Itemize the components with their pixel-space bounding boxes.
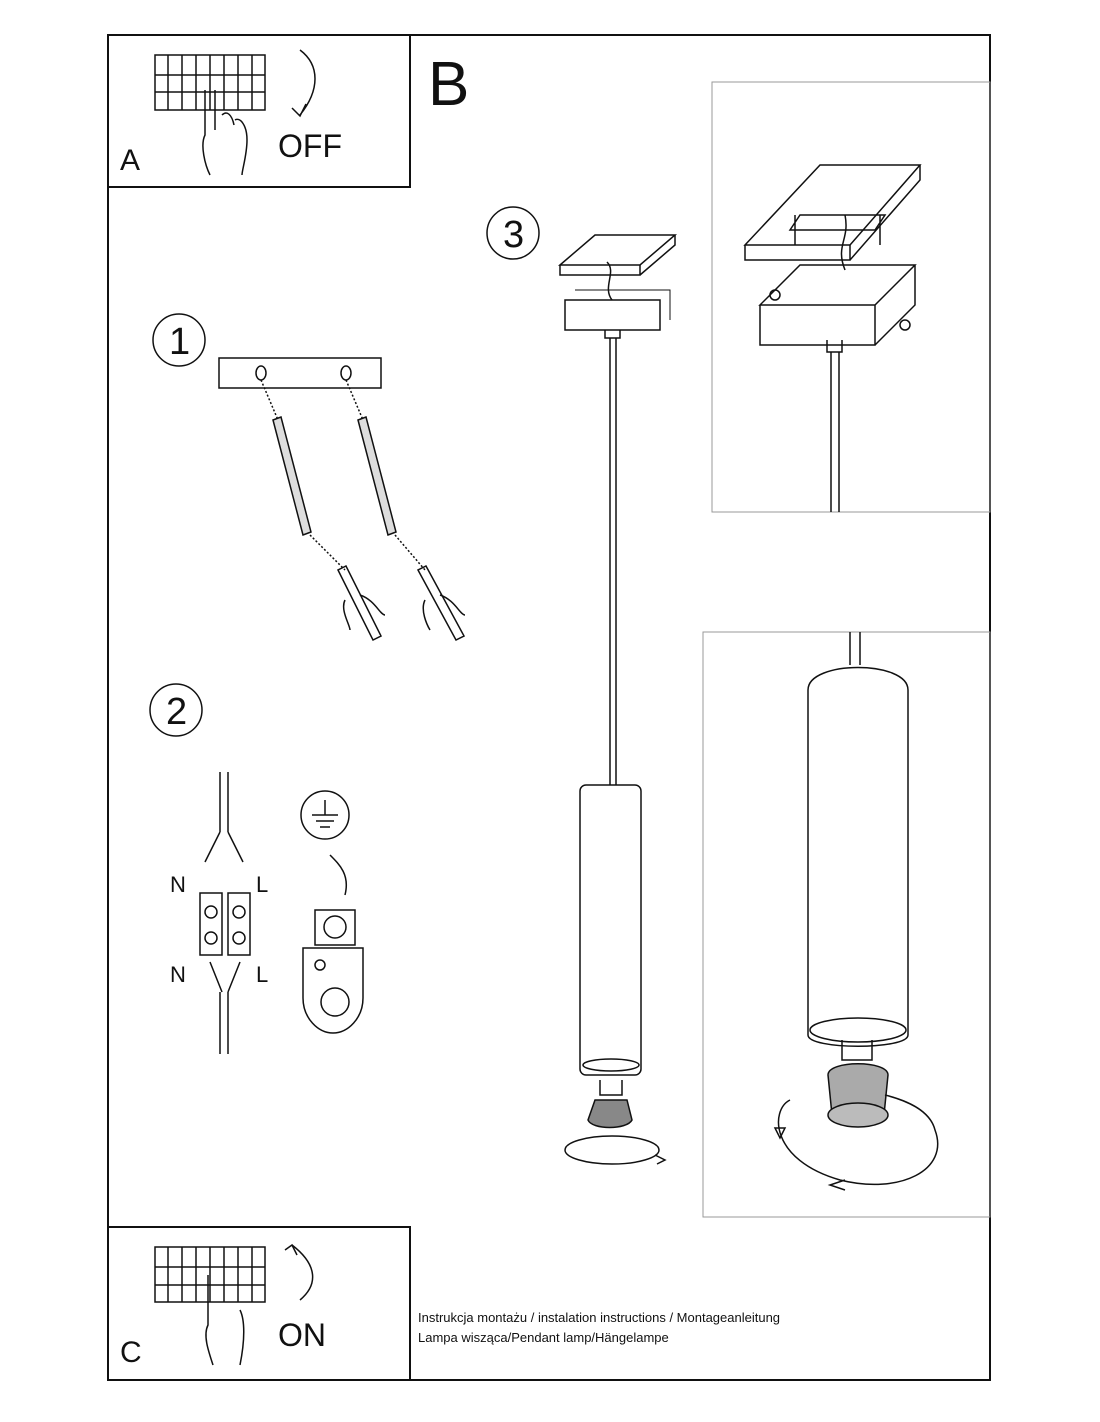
ceiling-mount-detail	[743, 164, 922, 512]
panel-c-label: C	[120, 1336, 142, 1369]
breaker-panel-icon	[154, 1246, 266, 1303]
panel-a-action-label: OFF	[278, 128, 342, 164]
hand-icon	[205, 1275, 245, 1366]
breaker-panel-icon	[154, 54, 266, 111]
ground-terminal	[300, 790, 364, 1034]
arrow-up-icon	[284, 1243, 314, 1301]
wire-label-n-top: N	[170, 872, 186, 897]
bulb-replacement-detail	[773, 632, 939, 1191]
step-2-circle	[149, 683, 203, 737]
panel-c-frame	[107, 1226, 411, 1381]
pendant-lamp	[557, 234, 678, 1165]
step-2-number: 2	[166, 691, 187, 733]
terminal-block	[199, 772, 251, 1054]
mounting-bracket-screws	[218, 357, 466, 642]
wire-label-l-top: L	[256, 872, 268, 897]
wire-label-n-bottom: N	[170, 962, 186, 987]
panel-a-label: A	[120, 144, 140, 177]
detail-inset-ceiling	[711, 81, 991, 513]
step-1-number: 1	[169, 321, 190, 363]
detail-inset-bulb	[702, 631, 991, 1218]
step-3-circle	[486, 206, 540, 260]
wire-label-l-bottom: L	[256, 962, 268, 987]
step-1-circle	[152, 313, 206, 367]
footer-product-name: Lampa wisząca/Pendant lamp/Hängelampe	[418, 1330, 669, 1345]
panel-a-frame	[107, 34, 411, 188]
hand-icon	[202, 90, 248, 176]
panel-c-action-label: ON	[278, 1317, 326, 1353]
step-3-number: 3	[503, 214, 524, 256]
footer-instructions-title: Instrukcja montażu / instalation instruc…	[418, 1310, 781, 1325]
arrow-down-icon	[291, 49, 316, 118]
panel-b-label: B	[428, 50, 469, 119]
